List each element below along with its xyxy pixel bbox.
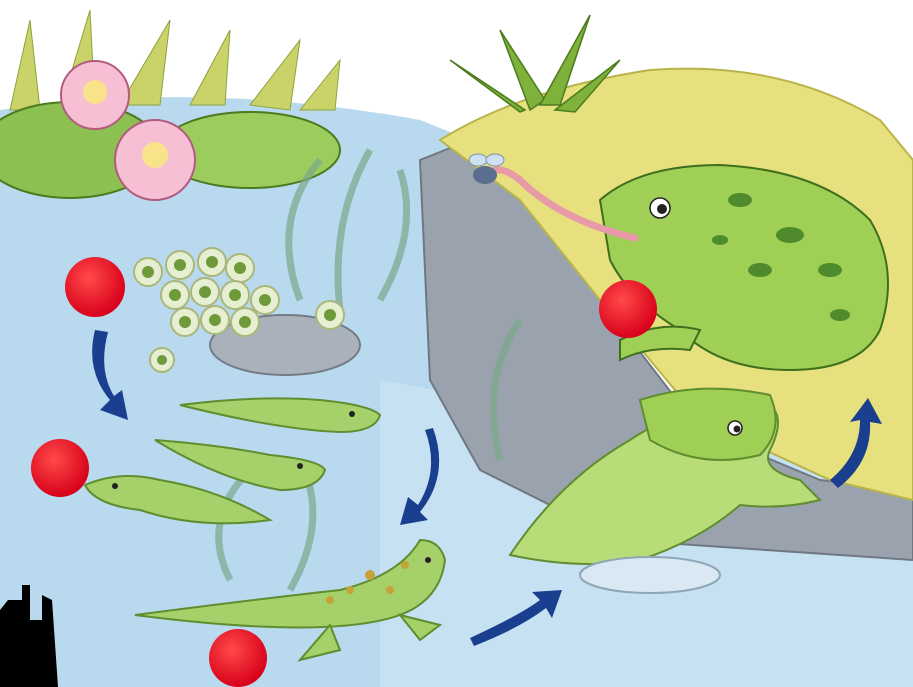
black-blot bbox=[0, 585, 58, 687]
lily-flower-1 bbox=[61, 61, 129, 129]
marker-adult-frog bbox=[599, 280, 657, 338]
marker-eggs bbox=[65, 257, 125, 317]
marker-froglet bbox=[209, 629, 267, 687]
lily-flower-2 bbox=[115, 120, 195, 200]
marker-tadpoles bbox=[31, 439, 89, 497]
